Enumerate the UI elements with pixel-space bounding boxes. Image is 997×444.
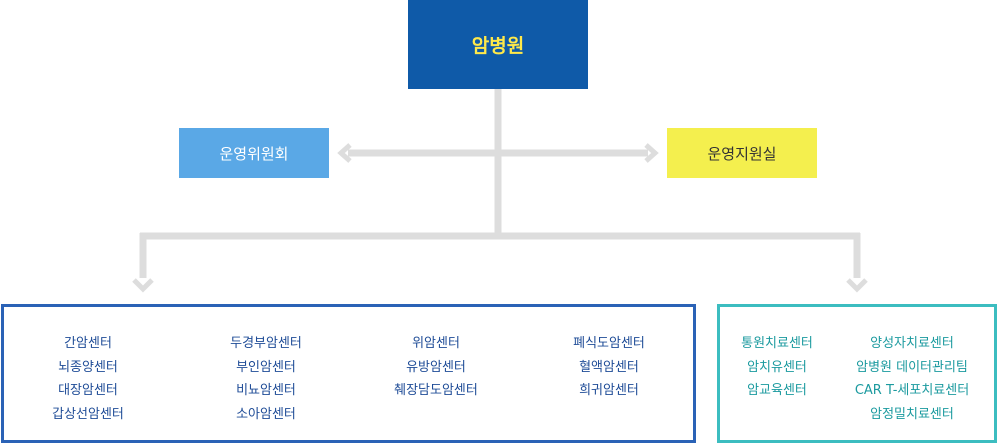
- center-item: 갑상선암센터: [52, 406, 124, 422]
- center-item: 위암센터: [412, 336, 460, 351]
- root-node-label: 암병원: [471, 35, 525, 57]
- treatment-item: 암정밀치료센터: [870, 406, 954, 422]
- operations-support-node: 운영지원실: [667, 128, 817, 178]
- treatment-item: 통원치료센터: [741, 336, 813, 351]
- root-node-cancer-hospital: 암병원: [408, 0, 588, 89]
- center-item: 희귀암센터: [579, 383, 639, 398]
- cancer-centers-panel: 간암센터 뇌종양센터 대장암센터 갑상선암센터 두경부암센터 부인암센터 비뇨암…: [1, 304, 696, 443]
- treatment-centers-panel: 통원치료센터 암치유센터 암교육센터 양성자치료센터 암병원 데이터관리팀 CA…: [717, 304, 997, 443]
- center-item: 소아암센터: [236, 406, 296, 422]
- treatment-item: CAR T-세포치료센터: [854, 383, 970, 398]
- center-item: 간암센터: [64, 336, 112, 351]
- center-item: 췌장담도암센터: [394, 383, 478, 398]
- centers-column-3: 위암센터 유방암센터 췌장담도암센터: [356, 332, 516, 403]
- treatment-column-1: 통원치료센터 암치유센터 암교육센터: [722, 332, 832, 403]
- right-arrow-icon: [644, 143, 659, 163]
- center-item: 두경부암센터: [230, 336, 302, 351]
- operating-committee-label: 운영위원회: [219, 144, 289, 163]
- treatment-column-2: 양성자치료센터 암병원 데이터관리팀 CAR T-세포치료센터 암정밀치료센터: [832, 332, 992, 426]
- treatment-item: 양성자치료센터: [870, 336, 954, 351]
- center-item: 혈액암센터: [579, 359, 639, 375]
- center-item: 대장암센터: [58, 383, 118, 398]
- operating-committee-node: 운영위원회: [179, 128, 329, 178]
- center-item: 부인암센터: [236, 359, 296, 375]
- centers-column-4: 폐식도암센터 혈액암센터 희귀암센터: [529, 332, 689, 403]
- center-item: 폐식도암센터: [573, 336, 645, 351]
- treatment-item: 암치유센터: [747, 359, 807, 375]
- down-arrow-left-icon: [132, 278, 154, 293]
- centers-column-1: 간암센터 뇌종양센터 대장암센터 갑상선암센터: [8, 332, 168, 426]
- treatment-item: 암교육센터: [747, 383, 807, 398]
- treatment-item: 암병원 데이터관리팀: [856, 359, 968, 375]
- down-arrow-right-icon: [846, 278, 868, 293]
- center-item: 비뇨암센터: [236, 383, 296, 398]
- centers-column-2: 두경부암센터 부인암센터 비뇨암센터 소아암센터: [186, 332, 346, 426]
- operations-support-label: 운영지원실: [707, 144, 777, 163]
- center-item: 뇌종양센터: [58, 359, 118, 375]
- left-arrow-icon: [337, 143, 352, 163]
- center-item: 유방암센터: [406, 359, 466, 375]
